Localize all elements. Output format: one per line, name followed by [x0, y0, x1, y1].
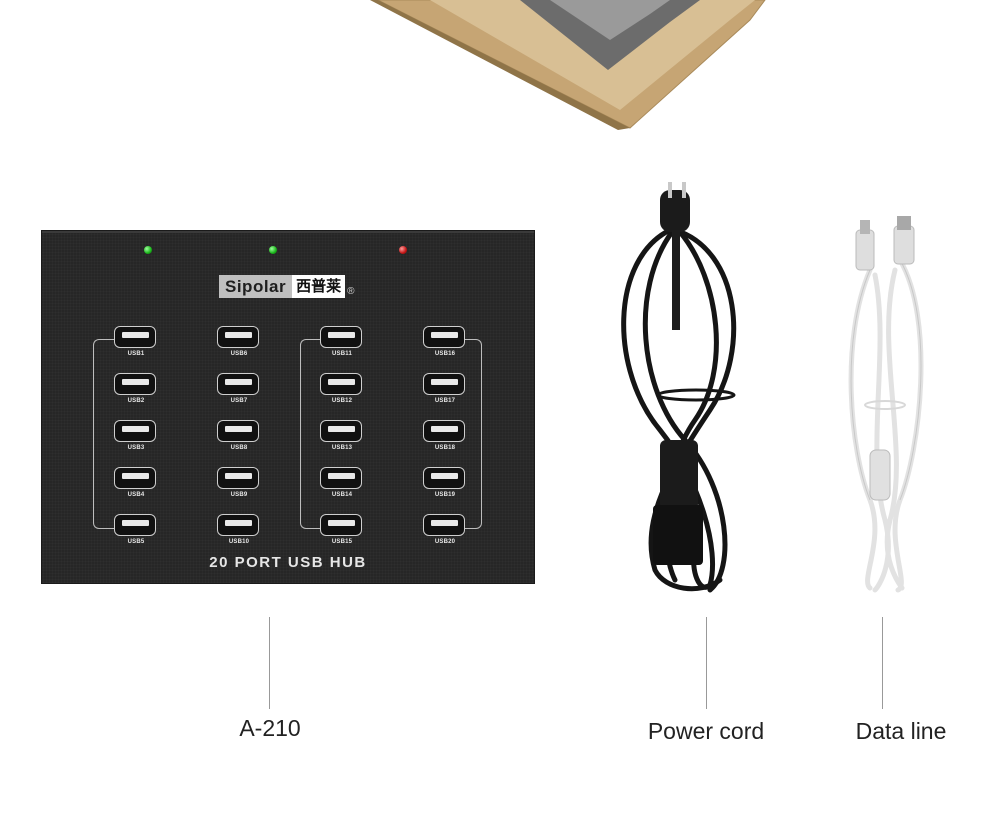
usb-port-socket: [114, 373, 156, 395]
usb-port-label: USB12: [331, 398, 353, 404]
usb-port: USB5: [114, 514, 156, 545]
usb-port-socket: [423, 326, 465, 348]
usb-port-label: USB11: [331, 351, 352, 357]
usb-port-label: USB17: [434, 398, 456, 404]
usb-port-socket: [423, 373, 465, 395]
data-cable-image: [848, 216, 924, 593]
usb-port-socket: [423, 420, 465, 442]
brand-name-en: Sipolar: [219, 275, 293, 298]
usb-port: USB6: [217, 326, 259, 357]
usb-port-socket: [114, 420, 156, 442]
brand-logo: Sipolar 西普莱 ®: [219, 275, 365, 298]
usb-port-label: USB20: [434, 539, 456, 545]
usb-port-socket: [114, 326, 156, 348]
usb-port-label: USB7: [230, 398, 248, 404]
usb-port-label: USB6: [230, 351, 248, 357]
usb-port-label: USB8: [230, 445, 248, 451]
usb-port-socket: [320, 420, 362, 442]
usb-port-socket: [217, 467, 259, 489]
caption-power-cord: Power cord: [647, 718, 765, 744]
usb-port-socket: [217, 420, 259, 442]
usb-port: USB16: [423, 326, 465, 357]
brand-name-cn: 西普莱: [292, 275, 346, 298]
usb-port-label: USB3: [127, 445, 145, 451]
usb-port: USB9: [217, 467, 259, 498]
usb-port-label: USB18: [434, 445, 456, 451]
usb-port: USB14: [320, 467, 362, 498]
usb-port: USB7: [217, 373, 259, 404]
usb-port-label: USB15: [331, 539, 353, 545]
usb-port: USB13: [320, 420, 362, 451]
packaging-box: [370, 0, 766, 130]
usb-port-socket: [320, 373, 362, 395]
usb-port: USB20: [423, 514, 465, 545]
callout-line-data-line: [882, 617, 883, 709]
usb-port-label: USB14: [331, 492, 353, 498]
usb-port: USB1: [114, 326, 156, 357]
usb-port-label: USB5: [127, 539, 145, 545]
usb-port: USB10: [217, 514, 259, 545]
usb-port-socket: [423, 467, 465, 489]
usb-port: USB11: [320, 326, 362, 357]
usb-port-label: USB1: [127, 351, 145, 357]
usb-port-label: USB19: [434, 492, 456, 498]
callout-line-hub: [269, 617, 270, 709]
usb-port-socket: [114, 467, 156, 489]
usb-port-socket: [217, 373, 259, 395]
usb-port-label: USB9: [230, 492, 248, 498]
port-group-bracket-right: [459, 339, 482, 529]
usb-port-label: USB10: [228, 539, 250, 545]
port-group-bracket-mid: [300, 339, 323, 529]
caption-data-line: Data line: [855, 718, 947, 744]
usb-port-socket: [320, 326, 362, 348]
usb-port: USB12: [320, 373, 362, 404]
usb-port-label: USB2: [127, 398, 145, 404]
usb-port-label: USB13: [331, 445, 353, 451]
usb-port-socket: [320, 467, 362, 489]
usb-port: USB15: [320, 514, 362, 545]
hub-model-title: 20 PORT USB HUB: [209, 554, 367, 571]
charge-led-indicator: [399, 246, 407, 254]
status-led-indicator: [269, 246, 277, 254]
usb-port: USB18: [423, 420, 465, 451]
usb-port: USB4: [114, 467, 156, 498]
port-group-bracket-left: [93, 339, 116, 529]
power-cord-image: [621, 182, 737, 593]
usb-port: USB17: [423, 373, 465, 404]
registered-mark: ®: [347, 286, 355, 297]
usb-port-socket: [423, 514, 465, 536]
power-led-indicator: [144, 246, 152, 254]
usb-port-socket: [217, 514, 259, 536]
usb-port-label: USB4: [127, 492, 145, 498]
usb-port-label: USB16: [434, 351, 456, 357]
usb-port: USB19: [423, 467, 465, 498]
caption-hub-model: A-210: [239, 715, 301, 741]
callout-line-power-cord: [706, 617, 707, 709]
usb-port: USB8: [217, 420, 259, 451]
usb-port: USB2: [114, 373, 156, 404]
usb-port: USB3: [114, 420, 156, 451]
usb-port-socket: [320, 514, 362, 536]
usb-port-socket: [217, 326, 259, 348]
usb-port-socket: [114, 514, 156, 536]
